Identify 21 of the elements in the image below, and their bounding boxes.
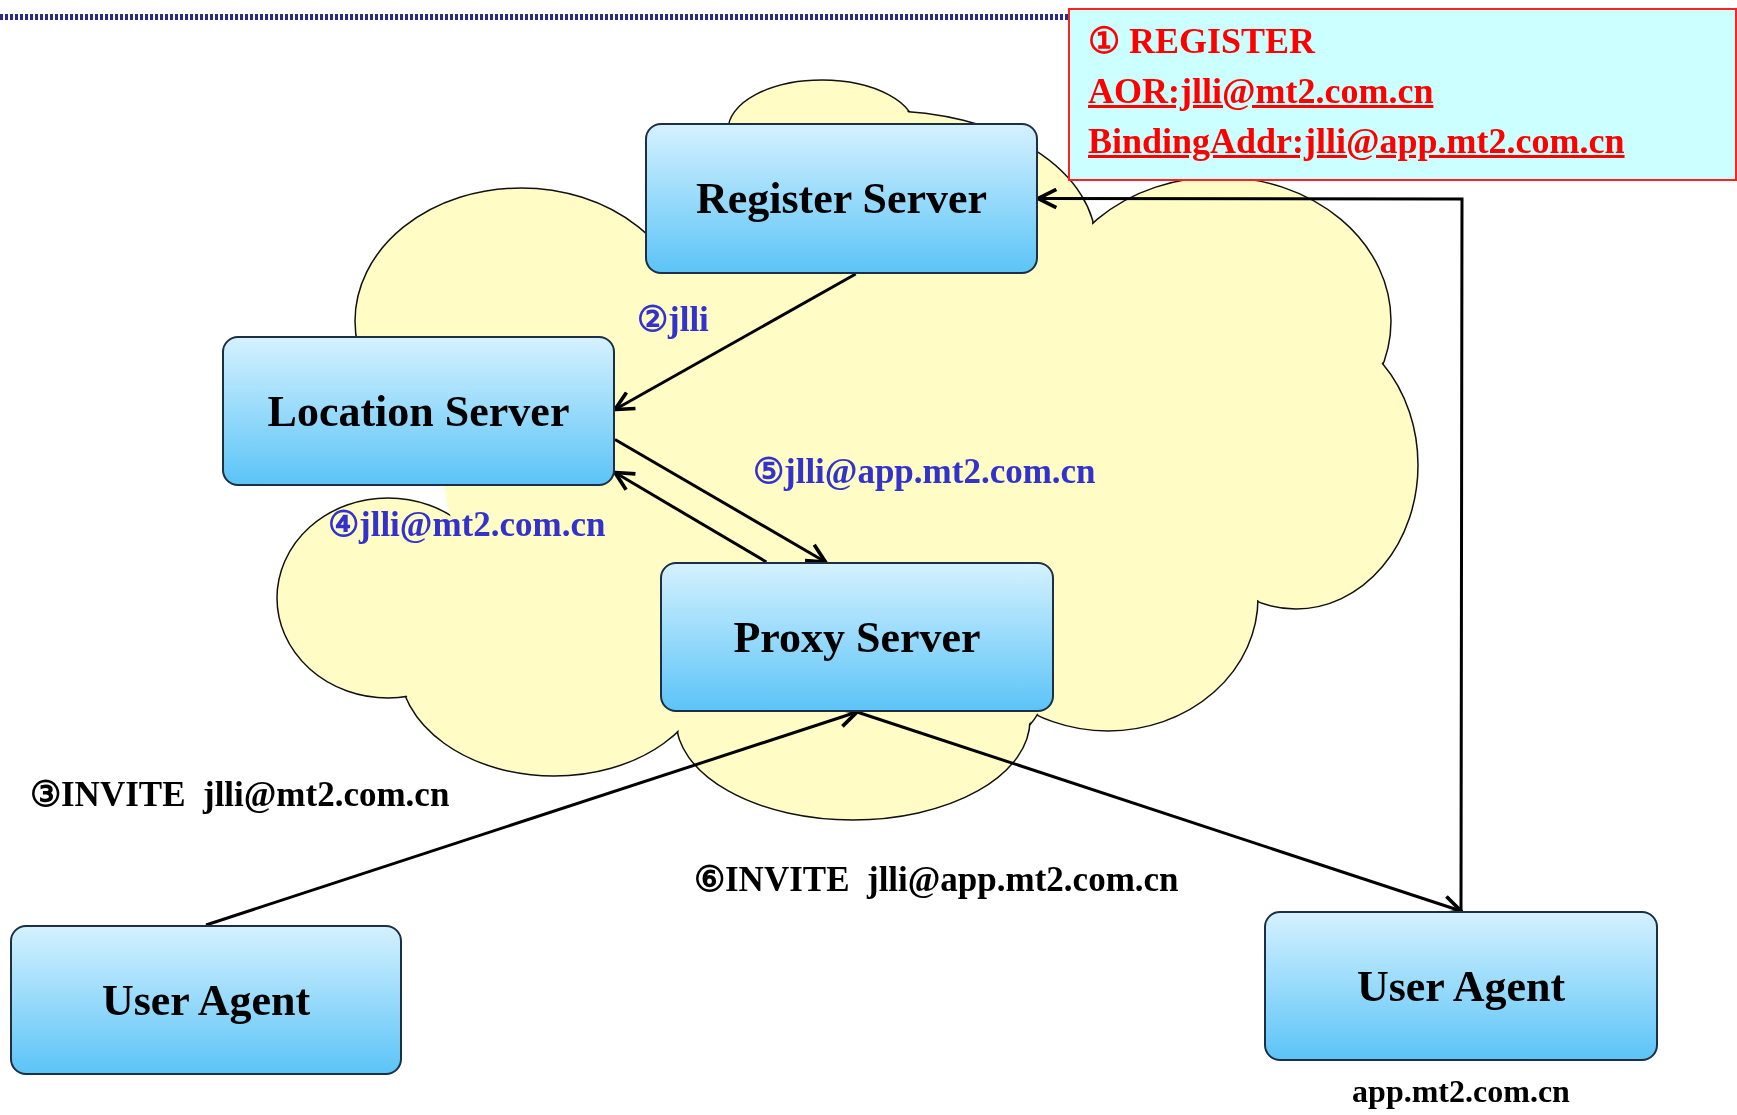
server-box [660, 562, 1054, 712]
box-label: User Agent [1356, 960, 1566, 1012]
edge-label: ⑤jlli@app.mt2.com.cn [752, 452, 1097, 492]
server-box [645, 123, 1038, 274]
arrow [613, 272, 857, 412]
annotation-text: ① REGISTER [1088, 20, 1317, 63]
arrow [613, 470, 768, 564]
edge-label: ④jlli@mt2.com.cn [327, 505, 607, 545]
annotation-box [1068, 8, 1737, 181]
annotation-text: BindingAddr:jlli@app.mt2.com.cn [1088, 120, 1626, 163]
annotation-text: AOR:jlli@mt2.com.cn [1088, 70, 1435, 113]
edge-label: ②jlli [636, 300, 710, 340]
box-label: User Agent [101, 974, 311, 1026]
server-box [10, 925, 402, 1075]
box-label: Register Server [695, 173, 988, 224]
arrow [1036, 187, 1464, 911]
host-address: app.mt2.com.cn [1352, 1073, 1570, 1110]
box-label: Location Server [267, 385, 570, 437]
arrow [614, 438, 828, 564]
box-label: Proxy Server [733, 611, 981, 663]
server-box [222, 336, 615, 486]
